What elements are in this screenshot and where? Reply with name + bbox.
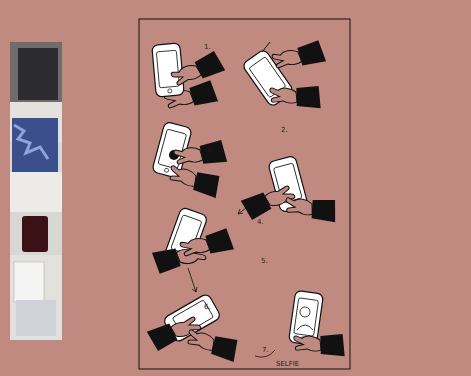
callout-number: 2. <box>281 127 288 134</box>
callout-number: 3. <box>207 147 214 154</box>
step-drawing <box>152 121 227 198</box>
callout-number: 4. <box>257 219 264 226</box>
step-drawing <box>241 155 339 222</box>
step-drawing <box>152 207 234 275</box>
photo-strip <box>10 42 62 340</box>
step-drawing <box>147 293 241 362</box>
step-drawing <box>152 43 225 110</box>
flow-arrow <box>188 205 275 357</box>
step-drawing <box>242 40 326 109</box>
callout-number: 5. <box>261 258 268 265</box>
callout-number: 7. <box>262 347 269 354</box>
callout-number: 6. <box>204 304 211 311</box>
frame <box>139 19 350 369</box>
callout-number: 1. <box>204 44 211 51</box>
step-drawing <box>289 290 347 356</box>
caption-text: SELFIE <box>276 361 299 368</box>
